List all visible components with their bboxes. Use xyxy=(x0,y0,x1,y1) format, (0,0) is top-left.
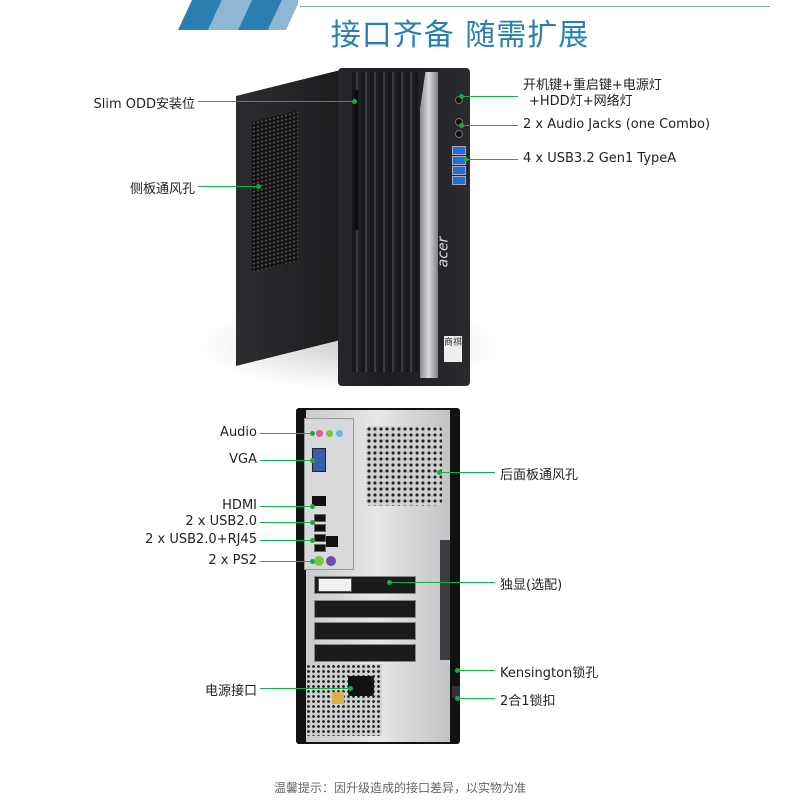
label-audio: Audio xyxy=(220,425,257,440)
hdmi-port-icon xyxy=(312,496,326,506)
label-rear-vent: 后面板通风孔 xyxy=(500,468,579,483)
leader-line xyxy=(260,433,312,434)
audio-jack-icon xyxy=(455,130,463,138)
leader-line xyxy=(198,186,258,187)
label-vga: VGA xyxy=(229,452,257,467)
label-audio-jacks: 2 x Audio Jacks (one Combo) xyxy=(523,117,711,132)
rear-fan-grille xyxy=(366,426,442,506)
rj45-port-icon xyxy=(326,536,338,547)
io-shield xyxy=(304,418,354,570)
leader-dot xyxy=(310,520,315,525)
usb-port-icon xyxy=(314,544,326,552)
label-hdmi: HDMI xyxy=(222,498,257,513)
label-power-buttons: 开机键+重启键+电源灯 +HDD灯+网络灯 xyxy=(523,78,662,110)
silver-accent-strip xyxy=(420,72,438,378)
usb-port-icon xyxy=(452,166,466,175)
usb-port-icon xyxy=(314,534,326,542)
leader-dot xyxy=(459,123,464,128)
leader-line xyxy=(462,96,518,97)
leader-line xyxy=(466,159,518,160)
audio-port-icon xyxy=(336,430,343,437)
leader-line xyxy=(198,101,354,102)
leader-dot xyxy=(455,668,460,673)
expansion-slot xyxy=(314,622,416,640)
label-lock: 2合1锁扣 xyxy=(500,694,556,709)
leader-line xyxy=(458,698,495,699)
series-badge: 商祺 xyxy=(444,336,462,362)
leader-dot xyxy=(310,458,315,463)
leader-dot xyxy=(463,157,468,162)
label-side-vent: 侧板通风孔 xyxy=(129,182,195,197)
label-power-line1: 开机键+重启键+电源灯 xyxy=(523,78,662,93)
ps2-port-icon xyxy=(314,556,324,566)
expansion-slot xyxy=(314,644,416,662)
rear-side-rail xyxy=(440,540,450,660)
power-socket-icon xyxy=(348,676,374,696)
leader-dot xyxy=(310,538,315,543)
side-vent-grille xyxy=(252,110,298,272)
expansion-slot xyxy=(314,600,416,618)
label-power-port: 电源接口 xyxy=(204,684,257,699)
footer-note: 温馨提示：因升级造成的接口差异，以实物为准 xyxy=(273,781,526,795)
leader-dot xyxy=(310,431,315,436)
leader-dot xyxy=(455,696,460,701)
header-stripes xyxy=(178,0,298,30)
gpu-port-icon xyxy=(318,578,352,592)
leader-line xyxy=(260,561,312,562)
ps2-port-icon xyxy=(326,556,336,566)
psu-grille xyxy=(306,664,382,736)
usb-port-icon xyxy=(314,524,326,532)
acer-logo: acer xyxy=(435,236,452,268)
leader-line xyxy=(260,522,312,523)
leader-line xyxy=(440,472,495,473)
leader-dot xyxy=(459,94,464,99)
usb-port-icon xyxy=(452,146,466,155)
usb-port-icon xyxy=(314,514,326,522)
leader-dot xyxy=(310,504,315,509)
label-usb20: 2 x USB2.0 xyxy=(185,514,257,529)
leader-dot xyxy=(387,580,392,585)
leader-dot xyxy=(256,184,261,189)
label-gpu: 独显(选配) xyxy=(500,578,563,593)
leader-dot xyxy=(352,99,357,104)
leader-dot xyxy=(310,559,315,564)
leader-line xyxy=(260,688,350,689)
lock-icon xyxy=(452,686,460,698)
odd-slot xyxy=(355,90,358,230)
leader-dot xyxy=(348,686,353,691)
usb-port-icon xyxy=(452,176,466,185)
psu-switch-icon xyxy=(332,692,344,704)
label-kensington: Kensington锁孔 xyxy=(500,666,599,681)
leader-line xyxy=(458,670,495,671)
header-rule xyxy=(300,6,770,7)
audio-port-icon xyxy=(326,430,333,437)
label-slim-odd: Slim ODD安装位 xyxy=(93,97,195,112)
front-fins xyxy=(352,72,418,372)
leader-line xyxy=(390,582,495,583)
label-ps2: 2 x PS2 xyxy=(208,553,257,568)
label-usb32: 4 x USB3.2 Gen1 TypeA xyxy=(523,151,677,166)
page-title: 接口齐备 随需扩展 xyxy=(330,18,590,53)
leader-line xyxy=(260,540,312,541)
label-usb20-rj45: 2 x USB2.0+RJ45 xyxy=(145,532,257,547)
leader-line xyxy=(260,506,312,507)
leader-line xyxy=(462,125,518,126)
audio-port-icon xyxy=(316,430,323,437)
label-power-line2: +HDD灯+网络灯 xyxy=(529,94,633,109)
leader-dot xyxy=(437,470,442,475)
leader-line xyxy=(260,460,312,461)
